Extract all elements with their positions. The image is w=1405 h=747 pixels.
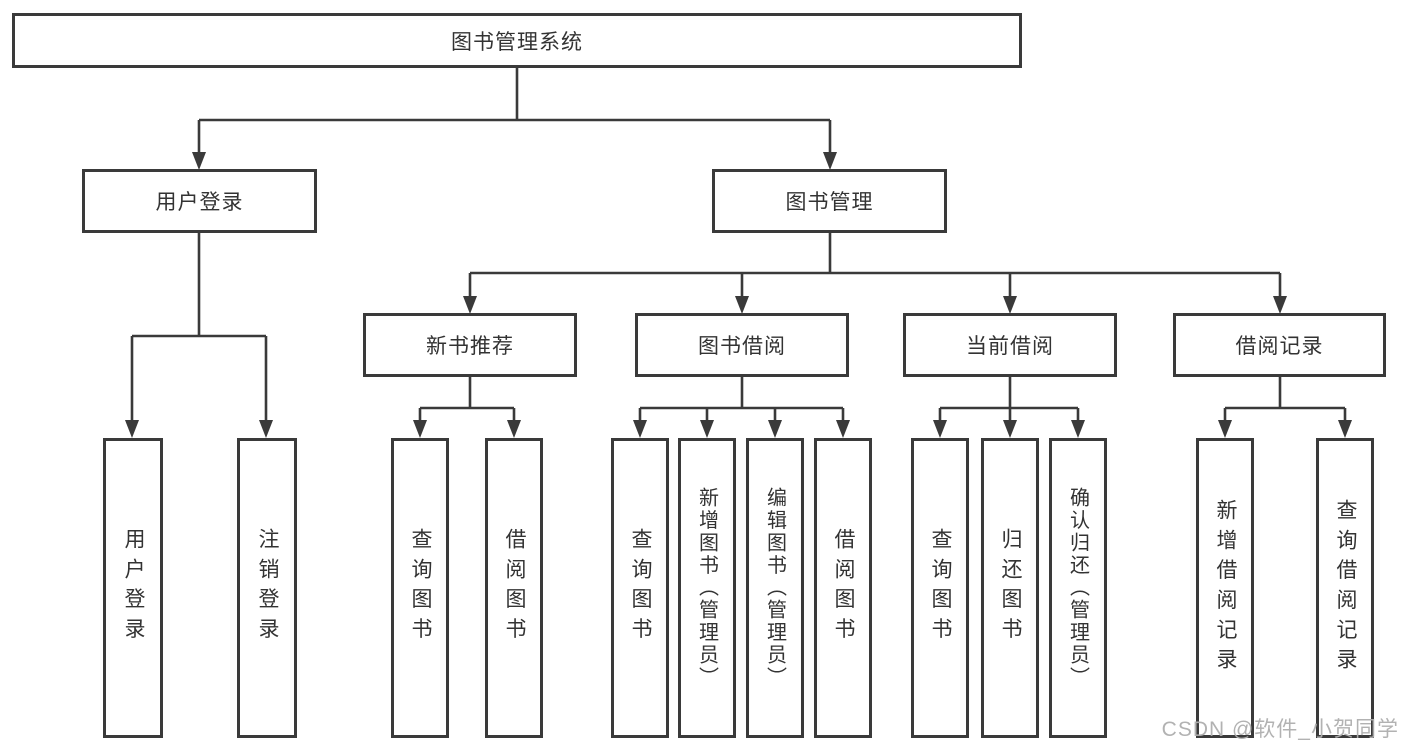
- leaf-bor-edit-book-admin: 编辑图书（管理员）: [746, 438, 804, 738]
- leaf-bor-edit-book-admin-label: 编辑图书（管理员）: [763, 487, 786, 689]
- node-book-mgmt-label: 图书管理: [785, 191, 874, 214]
- node-borrow-records-label: 借阅记录: [1235, 335, 1324, 358]
- node-root: 图书管理系统: [12, 13, 1022, 68]
- leaf-logout-label: 注销登录: [256, 528, 279, 648]
- node-user-login: 用户登录: [82, 169, 317, 233]
- node-new-book-rec: 新书推荐: [363, 313, 577, 377]
- leaf-cur-query-book-label: 查询图书: [929, 528, 952, 648]
- leaf-query-borrow-record-label: 查询借阅记录: [1334, 498, 1357, 678]
- node-user-login-label: 用户登录: [155, 191, 244, 214]
- leaf-bor-add-book-admin-label: 新增图书（管理员）: [695, 487, 718, 689]
- leaf-rec-query-book: 查询图书: [391, 438, 449, 738]
- node-borrow-records: 借阅记录: [1173, 313, 1386, 377]
- leaf-cur-confirm-return-admin-label: 确认归还（管理员）: [1066, 487, 1089, 689]
- node-book-mgmt: 图书管理: [712, 169, 947, 233]
- leaf-rec-borrow-book-label: 借阅图书: [503, 528, 526, 648]
- leaf-user-login: 用户登录: [103, 438, 163, 738]
- leaf-rec-query-book-label: 查询图书: [409, 528, 432, 648]
- leaf-bor-query-book: 查询图书: [611, 438, 669, 738]
- leaf-cur-query-book: 查询图书: [911, 438, 969, 738]
- leaf-bor-borrow-book-label: 借阅图书: [832, 528, 855, 648]
- node-root-label: 图书管理系统: [451, 30, 583, 54]
- csdn-watermark: CSDN @软件_小贺同学: [1161, 718, 1399, 741]
- leaf-cur-return-book-label: 归还图书: [999, 528, 1022, 648]
- node-current-borrow-label: 当前借阅: [966, 335, 1054, 358]
- leaf-user-login-label: 用户登录: [122, 528, 145, 648]
- node-book-borrow: 图书借阅: [635, 313, 849, 377]
- leaf-bor-borrow-book: 借阅图书: [814, 438, 872, 738]
- node-new-book-rec-label: 新书推荐: [426, 335, 514, 358]
- leaf-query-borrow-record: 查询借阅记录: [1316, 438, 1374, 738]
- node-book-borrow-label: 图书借阅: [698, 335, 786, 358]
- leaf-bor-add-book-admin: 新增图书（管理员）: [678, 438, 736, 738]
- leaf-cur-confirm-return-admin: 确认归还（管理员）: [1049, 438, 1107, 738]
- leaf-rec-borrow-book: 借阅图书: [485, 438, 543, 738]
- node-current-borrow: 当前借阅: [903, 313, 1117, 377]
- leaf-bor-query-book-label: 查询图书: [629, 528, 652, 648]
- leaf-add-borrow-record-label: 新增借阅记录: [1214, 498, 1237, 678]
- leaf-cur-return-book: 归还图书: [981, 438, 1039, 738]
- leaf-add-borrow-record: 新增借阅记录: [1196, 438, 1254, 738]
- leaf-logout: 注销登录: [237, 438, 297, 738]
